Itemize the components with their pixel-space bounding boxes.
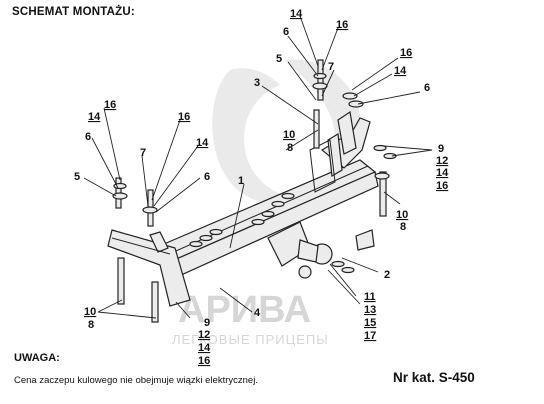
callout: 16 (198, 355, 210, 367)
callout: 5 (74, 171, 80, 183)
callout: 16 (178, 111, 190, 123)
callout: 10 (396, 209, 408, 221)
callout: 14 (394, 65, 407, 77)
callout: 9 (438, 143, 444, 155)
callout: 6 (204, 171, 210, 183)
watermark: АРИВА ЛЕГКОВЫЕ ПРИЦЕПЫ (172, 59, 361, 347)
callout: 5 (276, 53, 282, 65)
callout: 15 (364, 317, 376, 329)
watermark-logo-icon (212, 68, 300, 204)
callout: 7 (140, 147, 146, 159)
watermark-tagline: ЛЕГКОВЫЕ ПРИЦЕПЫ (172, 332, 329, 347)
callout: 16 (336, 19, 348, 31)
callout: 16 (436, 180, 448, 192)
catalog-number: Nr kat. S-450 (393, 370, 475, 385)
ball-hook (267, 221, 375, 279)
callout: 12 (436, 155, 448, 167)
callout: 8 (287, 142, 293, 154)
callout: 12 (198, 329, 210, 341)
callout: 7 (328, 61, 334, 73)
callout: 2 (384, 269, 390, 281)
callout: 1 (238, 175, 244, 187)
callout: 16 (104, 99, 116, 111)
left-side-bracket (107, 229, 191, 307)
callout: 8 (88, 319, 94, 331)
watermark-brand: АРИВА (178, 289, 311, 331)
callout: 9 (204, 317, 210, 329)
callout: 8 (400, 221, 406, 233)
callout: 16 (400, 47, 412, 59)
page-title: SCHEMAT MONTAŻU: (12, 6, 135, 18)
callout: 11 (364, 291, 376, 303)
right-side-bracket (309, 110, 371, 193)
callout: 14 (88, 111, 101, 123)
main-crossbeam (148, 159, 379, 281)
note-heading: UWAGA: (14, 352, 60, 364)
callout: 13 (364, 304, 376, 316)
leader-lines (83, 15, 433, 319)
callout: 14 (436, 167, 449, 179)
callout: 14 (290, 8, 303, 20)
callout: 14 (198, 342, 211, 354)
callout: 14 (196, 137, 209, 149)
callout-labels: 14 16 6 5 7 3 16 14 6 10 8 9 12 14 16 10… (74, 8, 449, 367)
note-text: Cena zaczepu kulowego nie obejmuje wiązk… (14, 375, 258, 386)
callout: 6 (424, 82, 430, 94)
washers-and-nuts (112, 72, 397, 274)
callout: 10 (84, 306, 96, 318)
callout: 3 (254, 77, 260, 89)
callout: 6 (85, 131, 91, 143)
callout: 17 (364, 330, 376, 342)
callout: 10 (283, 129, 295, 141)
callout: 4 (254, 307, 261, 319)
callout: 6 (283, 26, 289, 38)
